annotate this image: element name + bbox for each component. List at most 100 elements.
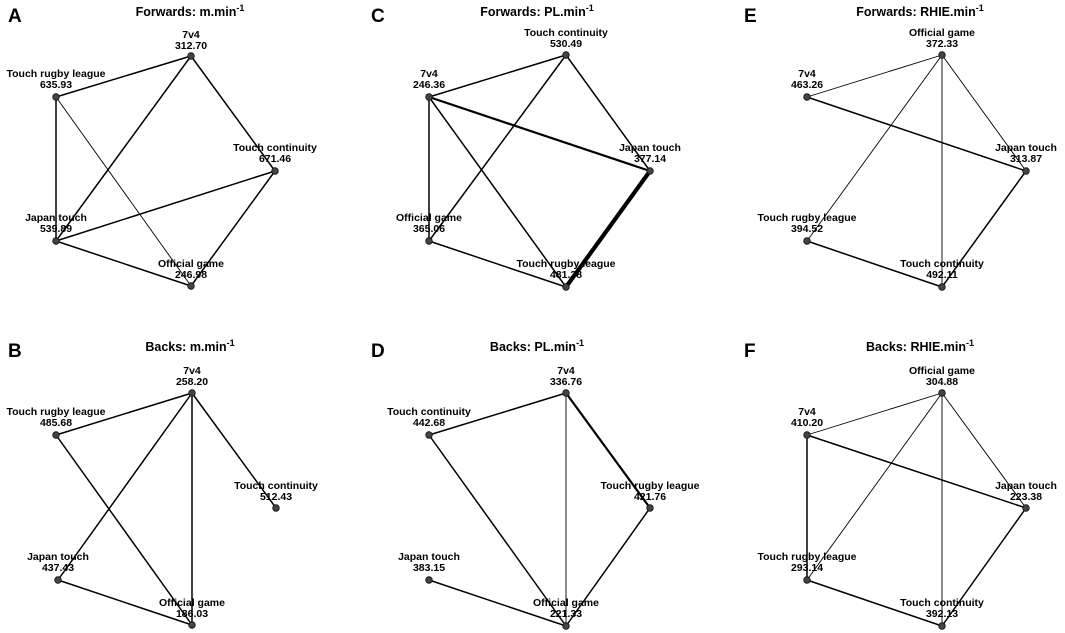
edge-7v4-to-japan-touch [806,96,1027,172]
node-touch-continuity [271,167,279,175]
node-name-touch-continuity: Touch continuity [387,406,471,418]
node-name-touch-rugby-league: Touch rugby league [517,258,616,270]
node-touch-rugby-league [52,431,60,439]
edge-touch-continuity-to-official-game [428,434,567,627]
panel-title-text: Forwards: PL.min [480,5,586,19]
node-name-touch-rugby-league: Touch rugby league [601,480,700,492]
node-japan-touch [52,237,60,245]
edge-japan-touch-to-touch-rugby-league [563,168,653,290]
node-official-game [938,51,946,59]
node-value-japan-touch: 539.89 [40,223,72,235]
edge-7v4-to-touch-continuity [191,392,277,509]
node-touch-continuity [938,622,946,630]
edge-official-game-to-touch-rugby-league [428,240,567,288]
node-value-japan-touch: 437.43 [42,562,74,574]
node-name-7v4: 7v4 [183,365,201,377]
node-touch-rugby-league [803,237,811,245]
node-value-touch-continuity: 512.43 [260,491,292,503]
node-touch-rugby-league [803,576,811,584]
node-name-touch-continuity: Touch continuity [900,597,984,609]
edge-japan-touch-to-touch-continuity [941,507,1027,627]
node-name-japan-touch: Japan touch [995,480,1057,492]
node-value-7v4: 463.26 [791,79,823,91]
node-name-touch-continuity: Touch continuity [524,27,608,39]
edge-7v4-to-japan-touch [57,392,193,581]
node-name-official-game: Official game [158,258,224,270]
node-value-touch-rugby-league: 485.68 [40,417,72,429]
edge-touch-continuity-to-official-game [190,170,276,287]
edge-official-game-to-japan-touch [941,54,1027,172]
node-7v4 [425,93,433,101]
node-japan-touch [1022,167,1030,175]
node-touch-continuity [272,504,280,512]
node-official-game [187,282,195,290]
node-value-touch-continuity: 442.68 [413,417,445,429]
node-name-touch-rugby-league: Touch rugby league [7,406,106,418]
node-name-touch-rugby-league: Touch rugby league [7,68,106,80]
node-7v4 [188,389,196,397]
node-name-touch-rugby-league: Touch rugby league [758,212,857,224]
edge-7v4-to-japan-touch [806,434,1027,509]
node-japan-touch [425,576,433,584]
edge-japan-touch-to-official-game [57,579,193,626]
panel-title: Forwards: PL.min-1 [480,3,594,19]
node-value-touch-continuity: 530.49 [550,38,582,50]
node-value-official-game: 372.33 [926,38,958,50]
node-touch-rugby-league [646,504,654,512]
node-value-official-game: 221.33 [550,608,582,620]
panel-title-superscript: -1 [236,3,244,13]
node-value-touch-continuity: 671.46 [259,153,291,165]
edge-touch-continuity-to-7v4 [428,54,567,98]
panel-title-text: Backs: RHIE.min [866,340,966,354]
edge-touch-rugby-league-to-official-game [565,507,651,627]
node-touch-continuity [938,283,946,291]
edge-official-game-to-7v4 [806,54,943,98]
node-japan-touch [646,167,654,175]
edge-official-game-to-7v4 [806,392,943,436]
node-7v4 [562,389,570,397]
node-official-game [188,621,196,629]
node-name-official-game: Official game [396,212,462,224]
node-value-touch-continuity: 492.11 [926,269,958,281]
node-value-7v4: 258.20 [176,376,208,388]
edge-7v4-to-touch-rugby-league [55,392,193,436]
panel-letter: F [744,341,756,362]
edge-touch-rugby-league-to-official-game [55,434,193,626]
node-value-japan-touch: 313.87 [1010,153,1042,165]
node-touch-continuity [425,431,433,439]
edge-7v4-to-touch-continuity [428,392,567,436]
node-name-7v4: 7v4 [420,68,438,80]
node-touch-continuity [562,51,570,59]
panel-title-superscript: -1 [966,338,974,348]
node-value-touch-rugby-league: 394.52 [791,223,823,235]
panel-title-superscript: -1 [976,3,984,13]
panel-title: Backs: m.min-1 [145,338,234,354]
node-value-touch-continuity: 392.13 [926,608,958,620]
panel-title: Forwards: RHIE.min-1 [856,3,983,19]
edge-touch-continuity-to-japan-touch [55,170,276,242]
panel-title-text: Backs: PL.min [490,340,576,354]
panel-title-superscript: -1 [227,338,235,348]
node-japan-touch [54,576,62,584]
node-name-official-game: Official game [159,597,225,609]
node-japan-touch [1022,504,1030,512]
node-name-japan-touch: Japan touch [25,212,87,224]
node-value-japan-touch: 377.14 [634,153,666,165]
panel-letter: D [371,341,385,362]
edge-7v4-to-touch-rugby-league [428,96,567,288]
node-value-official-game: 186.03 [176,608,208,620]
node-name-7v4: 7v4 [798,406,816,418]
panel-title-text: Backs: m.min [145,340,226,354]
edge-7v4-to-touch-rugby-league [55,55,192,98]
node-official-game [562,622,570,630]
panel-title: Forwards: m.min-1 [136,3,245,19]
edge-touch-continuity-to-official-game [428,54,567,242]
node-touch-rugby-league [52,93,60,101]
node-7v4 [803,431,811,439]
node-value-touch-rugby-league: 481.38 [550,269,582,281]
